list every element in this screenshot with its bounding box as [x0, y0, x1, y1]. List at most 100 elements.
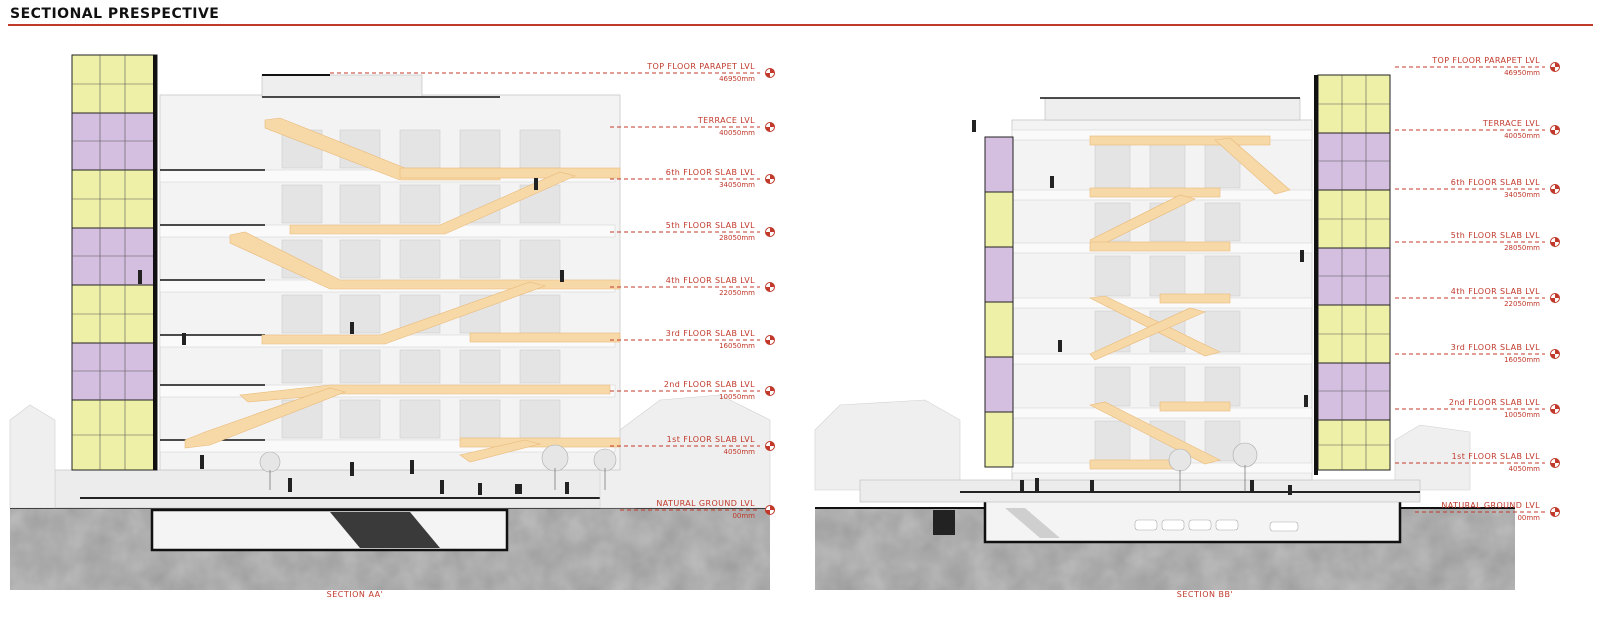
level-value: 46950mm — [719, 75, 755, 83]
level-value: 40050mm — [1504, 132, 1540, 140]
level-name: 6th FLOOR SLAB LVL — [666, 168, 755, 177]
level-name: 5th FLOOR SLAB LVL — [666, 221, 755, 230]
staircase-ramps-bb — [1088, 135, 1291, 470]
level-datum-icon — [1550, 62, 1560, 72]
level-value: 22050mm — [1504, 300, 1540, 308]
level-name: 5th FLOOR SLAB LVL — [1451, 231, 1540, 240]
level-marker: TOP FLOOR PARAPET LVL 46950mm — [1395, 56, 1560, 77]
level-marker: 6th FLOOR SLAB LVL 34050mm — [610, 168, 775, 189]
building-top-aa — [261, 74, 423, 98]
basement-aa — [150, 508, 509, 552]
level-value: 16050mm — [719, 342, 755, 350]
level-value: 4050mm — [724, 448, 756, 456]
level-value: 10050mm — [1504, 411, 1540, 419]
level-value: 4050mm — [1509, 465, 1541, 473]
podium-aa — [54, 469, 636, 509]
terrain-left-bb — [814, 399, 961, 491]
section-caption-bb: SECTION BB' — [1177, 590, 1233, 599]
facade-tower-bb — [1317, 74, 1391, 471]
level-value: 46950mm — [1504, 69, 1540, 77]
page-title: SECTIONAL PRESPECTIVE — [10, 6, 220, 22]
level-value: 34050mm — [1504, 191, 1540, 199]
level-marker: TERRACE LVL 40050mm — [1395, 119, 1560, 140]
level-datum-icon — [765, 174, 775, 184]
level-marker: 5th FLOOR SLAB LVL 28050mm — [610, 221, 775, 242]
level-datum-icon — [765, 282, 775, 292]
level-name: TOP FLOOR PARAPET LVL — [646, 62, 755, 71]
level-datum-icon — [765, 386, 775, 396]
level-datum-icon — [1550, 184, 1560, 194]
level-datum-icon — [1550, 293, 1560, 303]
level-value: 28050mm — [1504, 244, 1540, 252]
level-value: 00mm — [1517, 514, 1540, 522]
level-marker: 1st FLOOR SLAB LVL 4050mm — [610, 435, 775, 456]
basement-ramp-bb — [1005, 508, 1060, 538]
level-value: 40050mm — [719, 129, 755, 137]
level-value: 22050mm — [719, 289, 755, 297]
level-marker: 4th FLOOR SLAB LVL 22050mm — [610, 276, 775, 297]
staircase-ramps-aa — [184, 117, 621, 463]
parked-cars-bb — [1134, 519, 1299, 532]
terrain-left-aa — [9, 404, 56, 509]
level-value: 34050mm — [719, 181, 755, 189]
level-marker: TOP FLOOR PARAPET LVL 46950mm — [330, 62, 775, 83]
building-top-bb — [1044, 97, 1301, 121]
level-datum-icon — [765, 68, 775, 78]
level-name: TOP FLOOR PARAPET LVL — [1431, 56, 1540, 65]
level-marker: 3rd FLOOR SLAB LVL 16050mm — [610, 329, 775, 350]
facade-column-aa — [153, 55, 157, 470]
facade-mullions-bb — [1318, 75, 1390, 470]
level-marker: NATURAL GROUND LVL 00mm — [620, 499, 775, 520]
level-datum-icon — [765, 335, 775, 345]
facade-left-bb — [984, 136, 1014, 468]
level-datum-icon — [765, 122, 775, 132]
level-datum-icon — [1550, 404, 1560, 414]
level-datum-icon — [1550, 507, 1560, 517]
level-datum-icon — [765, 441, 775, 451]
level-value: 00mm — [732, 512, 755, 520]
trees-bb — [1168, 442, 1258, 492]
title-rule — [8, 24, 1593, 26]
level-name: 3rd FLOOR SLAB LVL — [666, 329, 755, 338]
level-marker: 4th FLOOR SLAB LVL 22050mm — [1395, 287, 1560, 308]
level-marker: 2nd FLOOR SLAB LVL 10050mm — [610, 380, 775, 401]
level-datum-icon — [765, 227, 775, 237]
facade-tower-aa — [71, 54, 158, 471]
level-datum-icon — [765, 505, 775, 515]
level-name: 1st FLOOR SLAB LVL — [667, 435, 755, 444]
level-value: 16050mm — [1504, 356, 1540, 364]
level-name: 4th FLOOR SLAB LVL — [666, 276, 755, 285]
terrain-right-aa — [599, 394, 771, 509]
level-marker: 3rd FLOOR SLAB LVL 16050mm — [1395, 343, 1560, 364]
level-value: 10050mm — [719, 393, 755, 401]
level-datum-icon — [1550, 237, 1560, 247]
level-datum-icon — [1550, 125, 1560, 135]
level-name: NATURAL GROUND LVL — [656, 499, 755, 508]
basement-pit-bb — [933, 510, 955, 535]
level-datum-icon — [1550, 349, 1560, 359]
level-marker: 2nd FLOOR SLAB LVL 10050mm — [1395, 398, 1560, 419]
people-aa — [138, 178, 569, 495]
level-name: 4th FLOOR SLAB LVL — [1451, 287, 1540, 296]
basement-ramp-aa — [330, 512, 440, 548]
level-name: 2nd FLOOR SLAB LVL — [1449, 398, 1540, 407]
facade-column-bb — [1314, 75, 1318, 475]
level-datum-icon — [1550, 458, 1560, 468]
people-bb — [972, 120, 1308, 495]
level-marker: TERRACE LVL 40050mm — [610, 116, 775, 137]
level-name: 2nd FLOOR SLAB LVL — [664, 380, 755, 389]
level-name: TERRACE LVL — [1482, 119, 1540, 128]
slab-edges-aa — [160, 169, 265, 441]
level-name: TERRACE LVL — [697, 116, 755, 125]
level-name: 3rd FLOOR SLAB LVL — [1451, 343, 1540, 352]
level-value: 28050mm — [719, 234, 755, 242]
facade-mullions-aa — [72, 55, 157, 470]
